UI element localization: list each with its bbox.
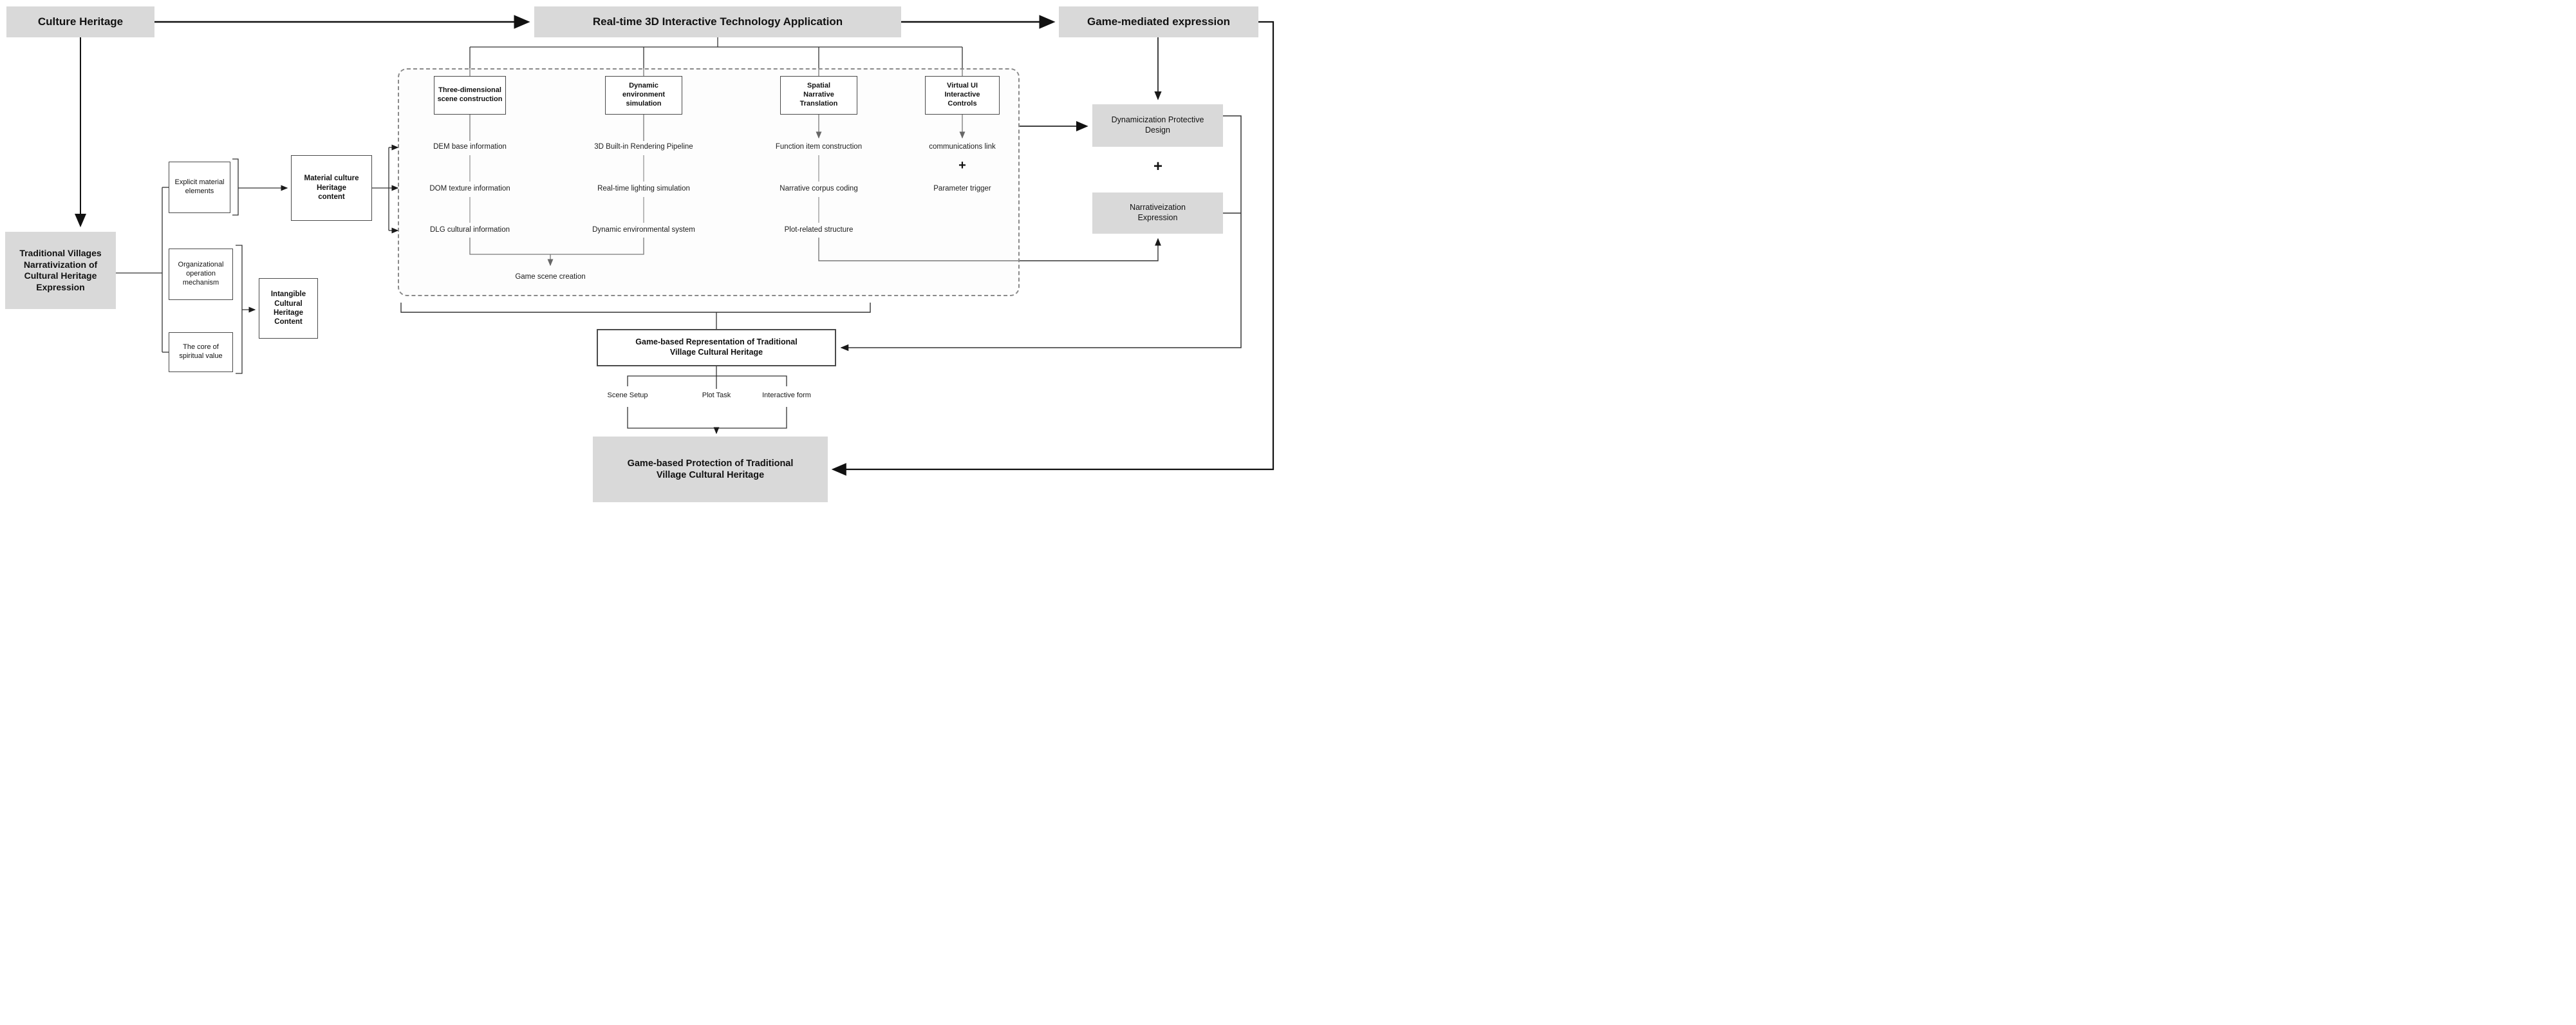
bracket-aspects-top (627, 375, 787, 386)
item-lighting-simulation: Real-time lighting simulation (597, 185, 690, 193)
arrow-gamemediated-to-protection (831, 21, 1274, 476)
label-plot-task: Plot Task (702, 391, 731, 399)
node-material-heritage[interactable]: Material culture Heritage content (291, 155, 372, 221)
item-plot-structure: Plot-related structure (784, 226, 854, 234)
node-dynamicization[interactable]: Dynamicization Protective Design (1092, 104, 1223, 147)
item-corpus-coding: Narrative corpus coding (779, 185, 858, 193)
node-organizational-mechanism[interactable]: Organizational operation mechanism (169, 249, 233, 300)
bracket-module-output (400, 303, 871, 313)
label-game-scene-creation: Game scene creation (515, 273, 586, 281)
bracket-intangible (236, 245, 243, 374)
node-spiritual-core[interactable]: The core of spiritual value (169, 332, 233, 372)
connector-scene-bracket (469, 238, 644, 255)
node-col-dynamic-env[interactable]: Dynamic environment simulation (605, 76, 682, 115)
item-parameter-trigger: Parameter trigger (933, 185, 991, 193)
node-culture-heritage[interactable]: Culture Heritage (6, 6, 154, 37)
item-dynamic-env-system: Dynamic environmental system (592, 226, 695, 234)
plus-right-joiner: + (1153, 158, 1162, 175)
node-realtime-3d[interactable]: Real-time 3D Interactive Technology Appl… (534, 6, 901, 37)
item-communications-link: communications link (929, 143, 996, 151)
node-explicit-material[interactable]: Explicit material elements (169, 162, 230, 213)
bracket-aspects-bottom (627, 407, 787, 429)
node-col-virtual-ui[interactable]: Virtual UI Interactive Controls (925, 76, 1000, 115)
node-narrativeization[interactable]: Narrativeization Expression (1092, 193, 1223, 234)
item-dlg-info: DLG cultural information (430, 226, 510, 234)
node-col-spatial-narrative[interactable]: Spatial Narrative Translation (780, 76, 857, 115)
bracket-explicit (232, 158, 239, 216)
node-col-3d-scene[interactable]: Three-dimensional scene construction (434, 76, 506, 115)
plus-col4-joiner: + (958, 158, 966, 173)
arrow-plot-to-narrativeization (818, 238, 1161, 261)
item-dom-info: DOM texture information (429, 185, 510, 193)
label-interactive-form: Interactive form (762, 391, 811, 399)
item-rendering-pipeline: 3D Built-in Rendering Pipeline (594, 143, 693, 151)
item-function-construction: Function item construction (775, 143, 863, 151)
node-game-mediated[interactable]: Game-mediated expression (1059, 6, 1258, 37)
connector-layer (75, 15, 1274, 476)
arrow-rightbranch-to-representation (840, 115, 1242, 352)
node-representation[interactable]: Game-based Representation of Traditional… (597, 329, 836, 366)
diagram-canvas: Culture Heritage Real-time 3D Interactiv… (0, 0, 1288, 512)
item-dem-info: DEM base information (433, 143, 507, 151)
node-traditional-villages[interactable]: Traditional Villages Narrativization of … (5, 232, 116, 309)
node-protection[interactable]: Game-based Protection of Traditional Vil… (593, 437, 828, 502)
label-scene-setup: Scene Setup (607, 391, 648, 399)
node-intangible-heritage[interactable]: Intangible Cultural Heritage Content (259, 278, 318, 339)
